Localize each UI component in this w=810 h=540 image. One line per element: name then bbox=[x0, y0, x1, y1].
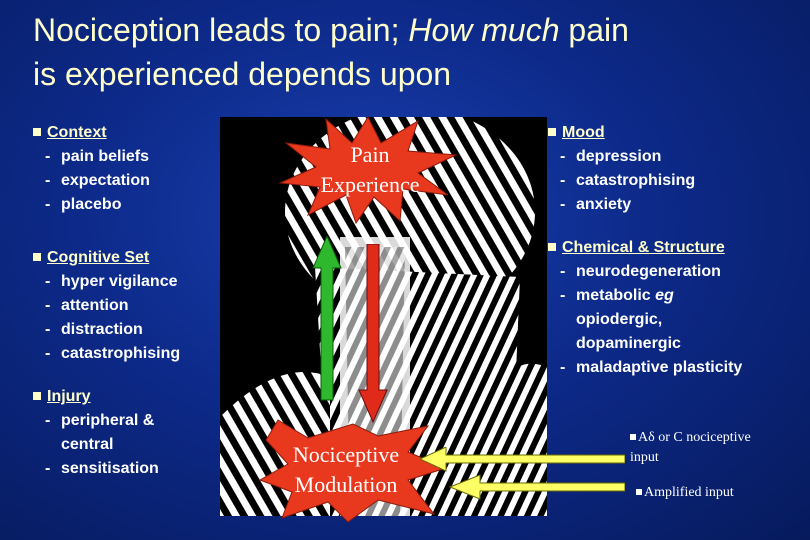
title-part1: Nociception leads to pain; bbox=[33, 12, 409, 48]
chemical-item-cont: opiodergic, bbox=[576, 311, 663, 328]
chemical-item: metabolic bbox=[576, 287, 656, 304]
input2-text: Amplified input bbox=[644, 485, 734, 500]
chemical-item-eg: eg bbox=[655, 287, 674, 304]
descending-arrow-icon bbox=[358, 244, 388, 424]
slide-title: Nociception leads to pain; How much pain… bbox=[33, 8, 793, 96]
bullet-icon bbox=[630, 434, 636, 440]
cognitive-item: catastrophising bbox=[61, 345, 181, 362]
title-line2: is experienced depends upon bbox=[33, 56, 452, 92]
context-block: Context -pain beliefs -expectation -plac… bbox=[33, 121, 150, 217]
mood-item: depression bbox=[576, 148, 662, 165]
chemical-item: neurodegeneration bbox=[576, 263, 721, 280]
context-item: expectation bbox=[61, 172, 150, 189]
context-item: placebo bbox=[61, 196, 122, 213]
injury-item-cont: central bbox=[61, 436, 114, 453]
input1-text: Aδ or C nociceptive bbox=[638, 430, 751, 445]
mod-line1: Nociceptive bbox=[292, 442, 400, 467]
injury-item: sensitisation bbox=[61, 460, 159, 477]
context-heading: Context bbox=[47, 124, 107, 141]
bullet-icon bbox=[33, 253, 41, 261]
input-arrows bbox=[420, 447, 625, 500]
chemical-item: maladaptive plasticity bbox=[576, 359, 743, 376]
nociceptive-input-label: Aδ or C nociceptive input bbox=[630, 428, 800, 468]
mood-heading: Mood bbox=[562, 124, 605, 141]
bullet-icon bbox=[636, 489, 642, 495]
bullet-icon bbox=[33, 128, 41, 136]
input-arrow-icon bbox=[420, 447, 625, 472]
title-part2: pain bbox=[559, 12, 629, 48]
cognitive-block: Cognitive Set -hyper vigilance -attentio… bbox=[33, 246, 180, 366]
bullet-icon bbox=[33, 392, 41, 400]
pain-experience-label: Pain Experience bbox=[300, 140, 440, 200]
chemical-item-cont: dopaminergic bbox=[576, 335, 681, 352]
mod-line2: Modulation bbox=[294, 472, 398, 497]
chemical-heading: Chemical & Structure bbox=[562, 239, 725, 256]
injury-item: peripheral & bbox=[61, 412, 155, 429]
burst-line2: Experience bbox=[320, 172, 420, 197]
pain-burst-icon bbox=[278, 115, 458, 225]
title-emphasis: How much bbox=[408, 12, 560, 48]
mood-block: Mood -depression -catastrophising -anxie… bbox=[548, 121, 695, 217]
mood-item: anxiety bbox=[576, 196, 632, 213]
cognitive-item: attention bbox=[61, 297, 129, 314]
injury-block: Injury -peripheral & central -sensitisat… bbox=[33, 385, 159, 481]
amplified-input-label: Amplified input bbox=[636, 483, 796, 503]
modulation-burst-icon bbox=[258, 419, 448, 523]
bullet-icon bbox=[548, 128, 556, 136]
nociceptive-modulation-label: Nociceptive Modulation bbox=[268, 440, 424, 500]
mood-item: catastrophising bbox=[576, 172, 696, 189]
context-item: pain beliefs bbox=[61, 148, 150, 165]
bullet-icon bbox=[548, 243, 556, 251]
chemical-block: Chemical & Structure -neurodegeneration … bbox=[548, 236, 742, 380]
ascending-arrow-icon bbox=[312, 236, 342, 401]
amplified-arrow-icon bbox=[448, 474, 625, 500]
cognitive-heading: Cognitive Set bbox=[47, 249, 150, 266]
cognitive-item: distraction bbox=[61, 321, 143, 338]
burst-line1: Pain bbox=[350, 142, 390, 167]
injury-heading: Injury bbox=[47, 388, 91, 405]
input1-text-cont: input bbox=[630, 450, 659, 465]
cognitive-item: hyper vigilance bbox=[61, 273, 178, 290]
